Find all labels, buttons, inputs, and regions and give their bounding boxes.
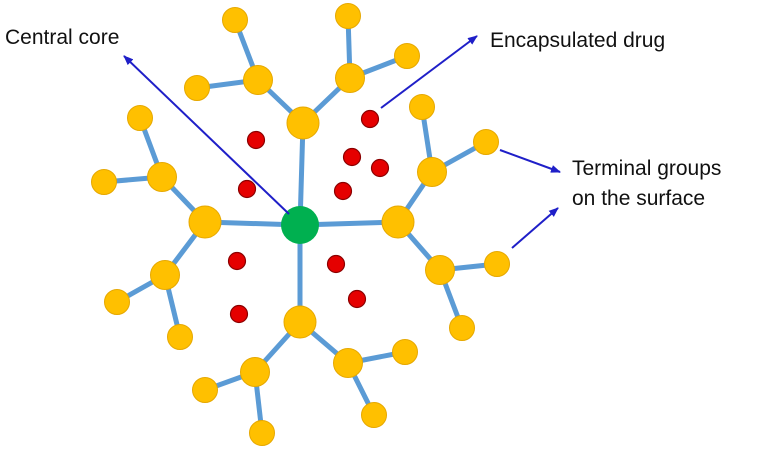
drug-molecule	[227, 251, 247, 271]
annotation-arrows	[123, 35, 561, 249]
terminal-groups-label-line1: Terminal groups	[572, 157, 722, 180]
terminal-group-node	[335, 3, 361, 29]
terminal-groups-arrow-upper	[499, 149, 561, 173]
drug-molecule	[360, 109, 380, 129]
branch-node-generation-2	[243, 65, 273, 95]
encapsulated-drug-molecules	[227, 109, 390, 324]
terminal-group-node	[361, 402, 387, 428]
branch-node-generation-1	[286, 106, 320, 140]
terminal-group-node	[473, 129, 499, 155]
branch-nodes	[91, 3, 510, 446]
drug-molecule	[326, 254, 346, 274]
terminal-group-node	[249, 420, 275, 446]
branch-node-generation-2	[417, 157, 447, 187]
central-core-label: Central core	[5, 26, 120, 49]
terminal-group-node	[184, 75, 210, 101]
drug-molecule	[237, 179, 257, 199]
drug-molecule	[229, 304, 249, 324]
branch-node-generation-2	[333, 348, 363, 378]
terminal-group-node	[192, 377, 218, 403]
terminal-group-node	[394, 43, 420, 69]
terminal-group-node	[91, 169, 117, 195]
terminal-groups-label-line2: on the surface	[572, 187, 706, 211]
terminal-group-node	[392, 339, 418, 365]
branch-node-generation-2	[240, 357, 270, 387]
branch-node-generation-2	[335, 63, 365, 93]
drug-molecule	[342, 147, 362, 167]
central-core-arrow	[123, 55, 290, 215]
terminal-group-node	[104, 289, 130, 315]
branch-node-generation-2	[147, 162, 177, 192]
terminal-groups-label: Terminal groups on the surface	[572, 155, 721, 214]
encapsulated-drug-arrow	[380, 35, 478, 109]
drug-molecule	[246, 130, 266, 150]
branch-node-generation-2	[425, 255, 455, 285]
terminal-group-node	[167, 324, 193, 350]
drug-molecule	[370, 158, 390, 178]
central-core-node	[281, 206, 319, 244]
branch-node-generation-1	[188, 205, 222, 239]
drug-molecule	[333, 181, 353, 201]
branch-node-generation-1	[381, 205, 415, 239]
terminal-group-node	[127, 105, 153, 131]
terminal-group-node	[484, 251, 510, 277]
branch-node-generation-2	[150, 260, 180, 290]
terminal-groups-arrow-lower	[511, 207, 559, 249]
encapsulated-drug-label: Encapsulated drug	[490, 29, 666, 52]
terminal-group-node	[222, 7, 248, 33]
terminal-group-node	[409, 94, 435, 120]
terminal-group-node	[449, 315, 475, 341]
central-core-layer	[281, 206, 319, 244]
drug-molecule	[347, 289, 367, 309]
branch-node-generation-1	[283, 305, 317, 339]
